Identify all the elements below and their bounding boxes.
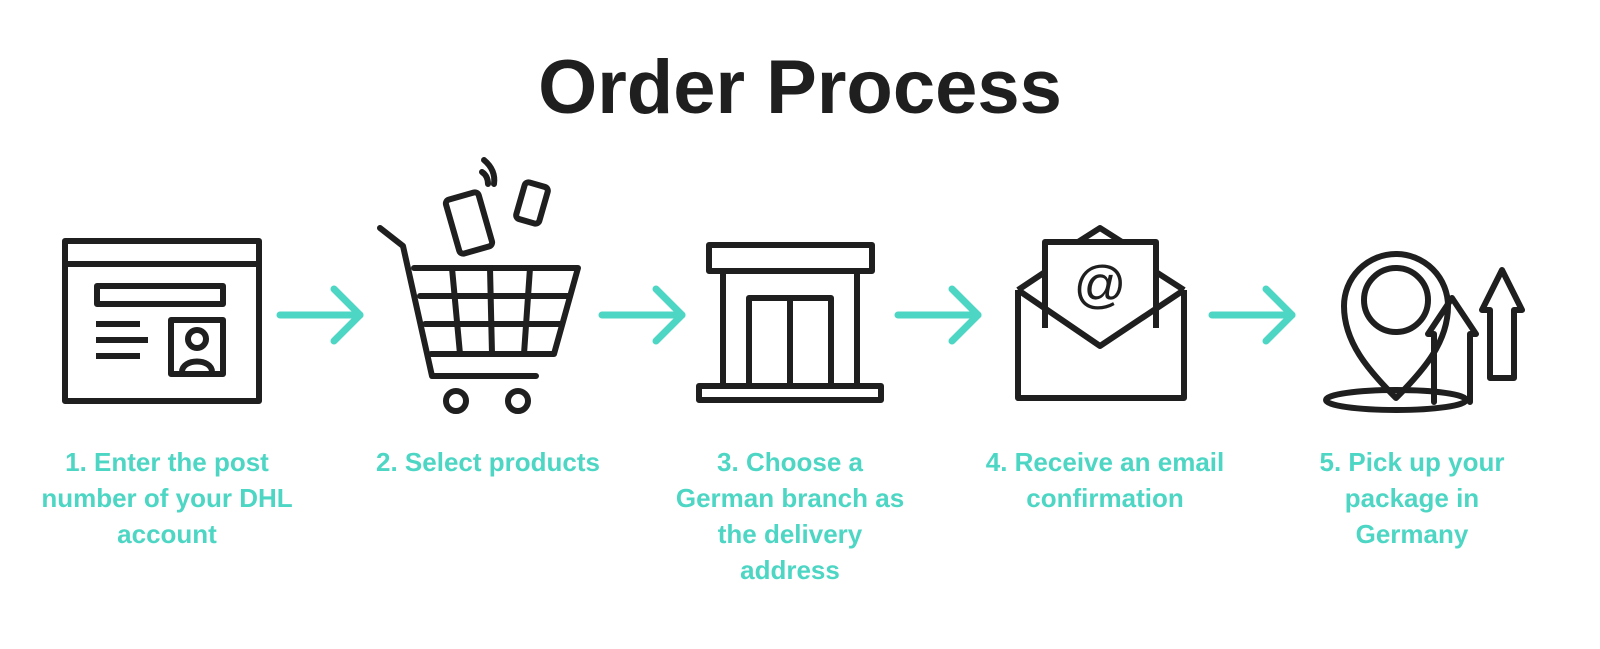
step-label-line: German branch as [675,483,905,513]
step-label-line: 4. Receive an email [985,447,1225,477]
step-label-3: 3. Choose a German branch as the deliver… [660,444,920,588]
step-label-line: 3. Choose a [717,447,863,477]
step-label-line: 5. Pick up your [1319,447,1505,477]
arrow-right-icon [894,284,986,346]
step-label-line: address [740,555,840,585]
page-title: Order Process [538,45,1062,130]
step-label-2: 2. Select products [354,444,622,480]
arrow-right-icon [598,284,690,346]
map-pin-pickup-icon [1318,240,1528,416]
branch-building-icon [694,240,886,406]
step-label-5: 5. Pick up your package in Germany [1286,444,1538,552]
email-envelope-icon: @ [1012,222,1192,404]
step-label-line: account [117,519,217,549]
arrow-right-icon [276,284,368,346]
step-label-line: 2. Select products [376,447,600,477]
step-label-line: Germany [1355,519,1469,549]
step-label-4: 4. Receive an email confirmation [962,444,1248,516]
svg-text:@: @ [1074,256,1127,314]
step-label-line: number of your DHL [41,483,293,513]
step-label-line: package in [1344,483,1480,513]
step-label-line: 1. Enter the post [65,447,269,477]
shopping-cart-icon [370,148,590,414]
step-label-1: 1. Enter the post number of your DHL acc… [24,444,310,552]
step-label-line: the delivery [717,519,863,549]
arrow-right-icon [1208,284,1300,346]
account-form-icon [60,236,264,406]
step-label-line: confirmation [1026,483,1184,513]
